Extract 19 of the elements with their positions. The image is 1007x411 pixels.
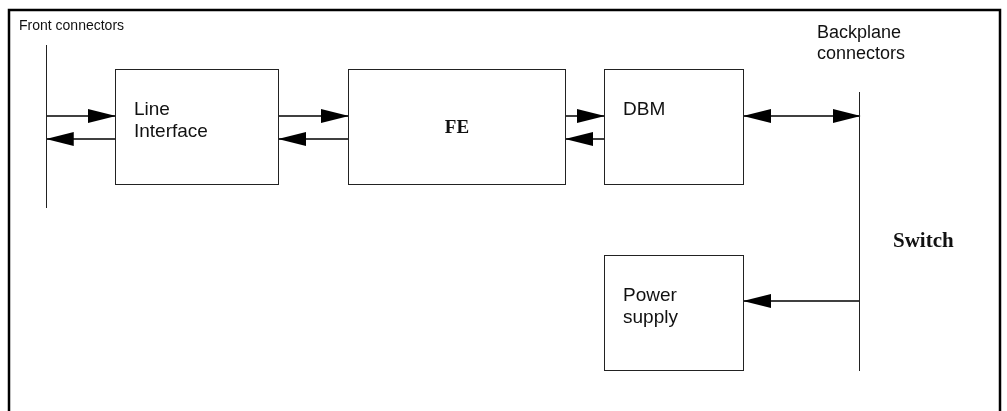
block-box	[115, 69, 279, 185]
arrow	[565, 109, 605, 123]
arrow	[743, 109, 861, 123]
block-label: Line Interface	[134, 98, 208, 142]
block-label: Power supply	[623, 284, 678, 328]
connector-heading: Backplane connectors	[817, 22, 907, 64]
arrow	[278, 132, 349, 146]
block-label: FE	[444, 116, 470, 138]
arrow	[743, 294, 861, 308]
arrow	[45, 132, 116, 146]
switch-label: Switch	[893, 228, 954, 253]
block-box	[348, 69, 566, 185]
block-box	[604, 255, 744, 371]
connector-heading: Front connectors	[19, 17, 126, 34]
block-label: DBM	[623, 98, 666, 120]
arrow	[278, 109, 349, 123]
arrow	[46, 109, 116, 123]
arrow	[565, 132, 605, 146]
block-box	[604, 69, 744, 185]
